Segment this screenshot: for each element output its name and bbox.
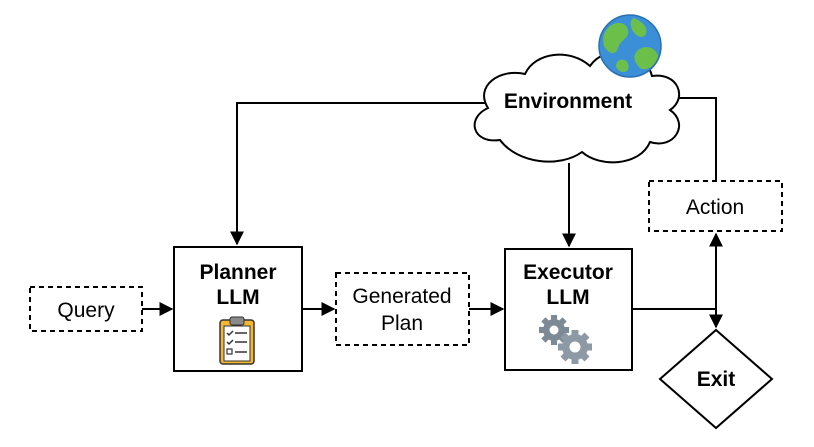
planner-label-line2: LLM — [216, 286, 259, 309]
action-label: Action — [686, 196, 744, 219]
clipboard-checklist-icon — [219, 316, 255, 365]
generated-plan-node: Generated Plan — [335, 272, 470, 346]
exit-diamond — [658, 328, 774, 430]
generated-plan-label-line2: Plan — [381, 312, 423, 335]
executor-label-line2: LLM — [546, 286, 589, 309]
environment-node: Environment — [473, 14, 681, 164]
exit-label: Exit — [697, 368, 736, 391]
query-box — [29, 286, 143, 332]
globe-icon — [598, 14, 662, 78]
generated-plan-label-line1: Generated — [352, 285, 451, 308]
environment-cloud — [473, 50, 681, 164]
executor-label-line1: Executor — [523, 261, 613, 284]
query-node: Query — [29, 286, 143, 332]
action-node: Action — [648, 180, 783, 232]
generated-plan-box — [335, 272, 470, 346]
planner-label-line1: Planner — [199, 261, 276, 284]
exit-node: Exit — [658, 328, 774, 430]
query-label: Query — [57, 299, 115, 322]
environment-label: Environment — [504, 90, 632, 113]
planner-node: Planner LLM — [173, 246, 303, 372]
executor-node: Executor LLM — [504, 248, 633, 371]
edge-environment-to-planner — [230, 102, 488, 246]
action-box — [648, 180, 783, 232]
